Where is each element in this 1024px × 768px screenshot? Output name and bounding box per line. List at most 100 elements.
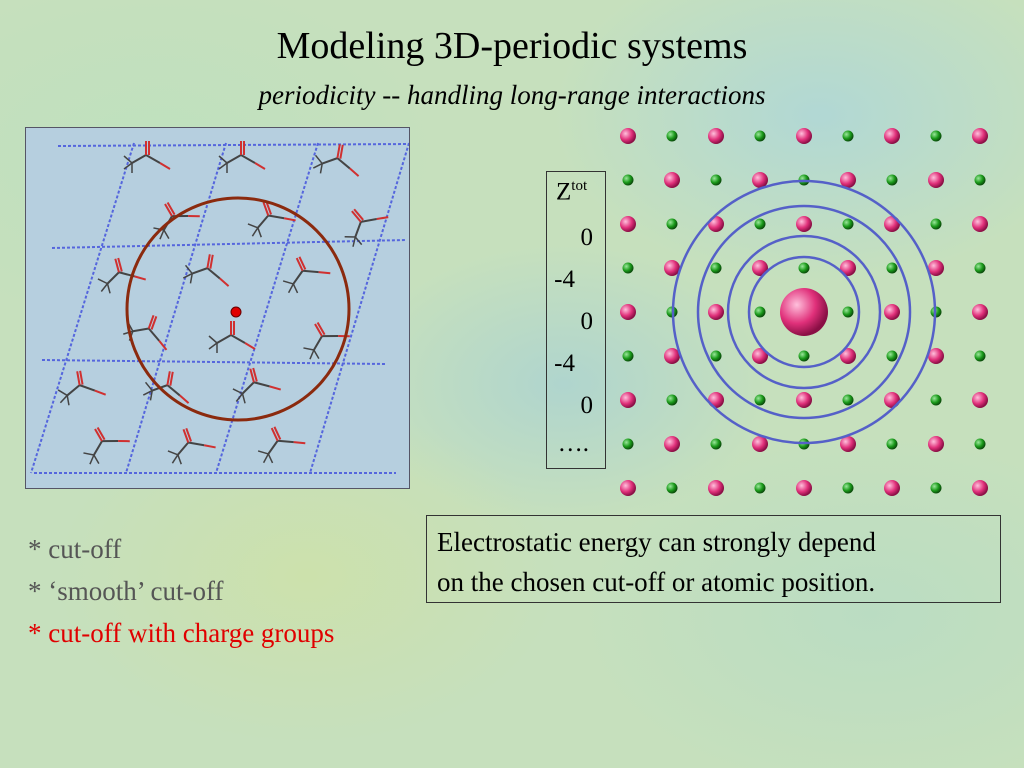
anion-icon	[666, 394, 678, 406]
cation-icon	[840, 260, 856, 276]
anion-icon	[886, 262, 898, 274]
cation-icon	[884, 304, 900, 320]
cell-edge	[51, 239, 407, 249]
cation-icon	[708, 128, 724, 144]
cation-icon	[796, 128, 812, 144]
cation-icon	[620, 216, 636, 232]
anion-icon	[754, 306, 766, 318]
cation-icon	[752, 348, 768, 364]
cation-icon	[708, 392, 724, 408]
cation-icon	[796, 480, 812, 496]
acetate-molecule-icon	[257, 426, 306, 464]
acetate-molecule-icon	[83, 426, 130, 465]
anion-icon	[710, 350, 722, 362]
cell-edge	[125, 142, 227, 474]
cation-icon	[620, 480, 636, 496]
anion-icon	[842, 130, 854, 142]
cation-icon	[752, 436, 768, 452]
cation-icon	[884, 392, 900, 408]
summation-shell	[671, 179, 937, 445]
anion-icon	[974, 350, 986, 362]
anion-icon	[930, 218, 942, 230]
anion-icon	[622, 174, 634, 186]
cation-icon	[664, 348, 680, 364]
cation-icon	[972, 304, 988, 320]
cutoff-circle	[125, 196, 351, 422]
cation-icon	[664, 436, 680, 452]
anion-icon	[754, 482, 766, 494]
anion-icon	[666, 130, 678, 142]
anion-icon	[842, 306, 854, 318]
cell-edge	[215, 142, 319, 474]
acetate-molecule-icon	[232, 367, 282, 404]
central-atom-icon	[230, 306, 242, 318]
periodic-cell-panel	[25, 127, 410, 489]
anion-icon	[930, 482, 942, 494]
cation-icon	[708, 304, 724, 320]
energy-note-line2: on the chosen cut-off or atomic position…	[437, 567, 876, 597]
ztot-value: 0	[580, 392, 594, 419]
anion-icon	[930, 394, 942, 406]
ztot-value: ….	[557, 430, 589, 457]
anion-icon	[974, 438, 986, 450]
cation-icon	[708, 216, 724, 232]
ztot-value: 0	[580, 224, 594, 251]
energy-note: Electrostatic energy can strongly depend…	[426, 515, 1001, 603]
bullet-smooth-cutoff: * ‘smooth’ cut-off	[28, 576, 224, 606]
cation-icon	[840, 348, 856, 364]
slide-subtitle: periodicity -- handling long-range inter…	[258, 80, 766, 110]
anion-icon	[710, 438, 722, 450]
cation-icon	[884, 128, 900, 144]
anion-icon	[974, 174, 986, 186]
ztot-value: 0	[580, 308, 594, 335]
cation-icon	[972, 480, 988, 496]
cation-icon	[796, 216, 812, 232]
cation-icon	[972, 128, 988, 144]
anion-icon	[754, 394, 766, 406]
acetate-molecule-icon	[344, 208, 389, 247]
ztot-value: -4	[554, 350, 575, 377]
cell-edge	[41, 359, 387, 365]
anion-icon	[886, 350, 898, 362]
anion-icon	[974, 262, 986, 274]
acetate-molecule-icon	[312, 144, 360, 177]
energy-note-line1: Electrostatic energy can strongly depend	[437, 527, 876, 557]
anion-icon	[754, 218, 766, 230]
acetate-molecule-icon	[218, 141, 266, 173]
ionic-lattice-diagram	[620, 128, 988, 496]
cation-icon	[620, 128, 636, 144]
anion-icon	[622, 350, 634, 362]
cation-icon	[928, 172, 944, 188]
acetate-molecule-icon	[247, 200, 296, 238]
cation-icon	[972, 216, 988, 232]
anion-icon	[930, 130, 942, 142]
acetate-molecule-icon	[303, 321, 350, 360]
summation-shell	[696, 204, 912, 420]
acetate-molecule-icon	[167, 427, 216, 465]
cell-edge	[30, 142, 135, 474]
ionic-lattice	[610, 120, 994, 505]
anion-icon	[622, 438, 634, 450]
cation-icon	[840, 436, 856, 452]
cation-icon	[708, 480, 724, 496]
ztot-header-superscript: tot	[571, 178, 588, 194]
periodic-cell-diagram	[30, 141, 410, 474]
anion-icon	[886, 438, 898, 450]
central-ion-icon	[780, 288, 828, 336]
acetate-molecule-icon	[142, 371, 190, 404]
anion-icon	[842, 394, 854, 406]
anion-icon	[798, 262, 810, 274]
cation-icon	[620, 304, 636, 320]
cation-icon	[928, 348, 944, 364]
bullet-cutoff: * cut-off	[28, 534, 122, 564]
anion-icon	[842, 482, 854, 494]
cation-icon	[620, 392, 636, 408]
acetate-molecule-icon	[208, 321, 256, 353]
anion-icon	[710, 262, 722, 274]
anion-icon	[754, 130, 766, 142]
cutoff-methods-list: * cut-off * ‘smooth’ cut-off * cut-off w…	[28, 528, 334, 654]
acetate-molecule-icon	[123, 141, 171, 173]
ztot-header-symbol: Z	[556, 178, 572, 206]
cation-icon	[884, 480, 900, 496]
cation-icon	[664, 260, 680, 276]
